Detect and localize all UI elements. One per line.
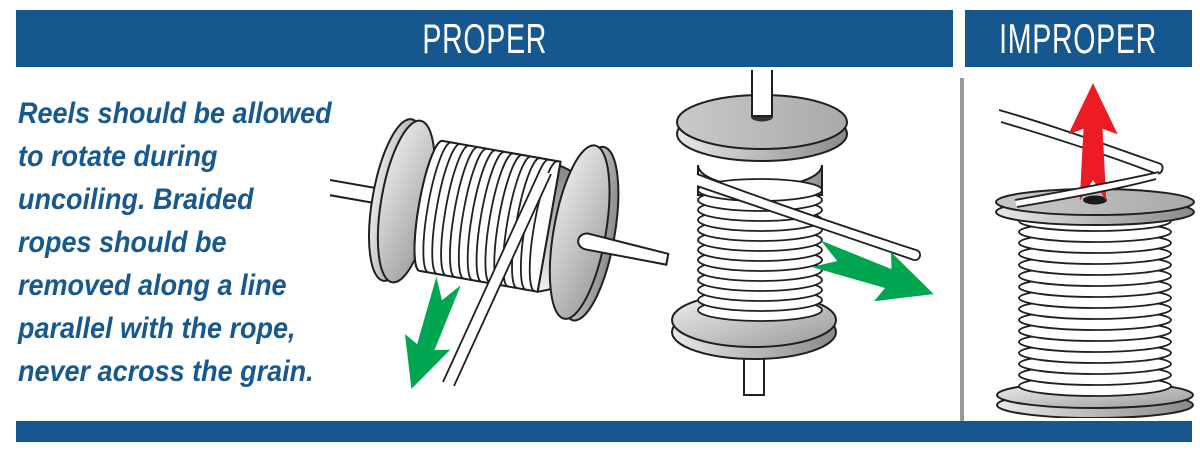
uncoiling-rope xyxy=(442,169,552,387)
instruction-text: Reels should be allowed to rotate during… xyxy=(18,97,332,388)
kinked-rope-lower xyxy=(1014,171,1160,208)
axle-rod-right xyxy=(577,232,670,266)
proper-label: PROPER xyxy=(422,14,547,62)
top-flange xyxy=(676,94,848,162)
flange-hole xyxy=(1083,195,1107,205)
axle-rod-top xyxy=(751,70,773,117)
improper-reel-figure xyxy=(995,83,1195,418)
top-flange xyxy=(995,188,1195,226)
footer-bar xyxy=(16,421,1192,442)
improper-section-header: IMPROPER xyxy=(965,10,1192,67)
uncoiling-rope xyxy=(696,173,921,261)
proper-vertical-reel-figure xyxy=(671,70,943,396)
rope-coil xyxy=(1018,210,1172,397)
horizontal-spool xyxy=(330,118,670,322)
improper-label: IMPROPER xyxy=(999,14,1158,62)
proper-section-header: PROPER xyxy=(16,10,953,67)
proper-horizontal-reel-figure xyxy=(330,118,670,397)
section-divider xyxy=(960,78,964,421)
rope-coil xyxy=(406,137,562,293)
green-arrow-down-left-icon xyxy=(388,273,472,397)
